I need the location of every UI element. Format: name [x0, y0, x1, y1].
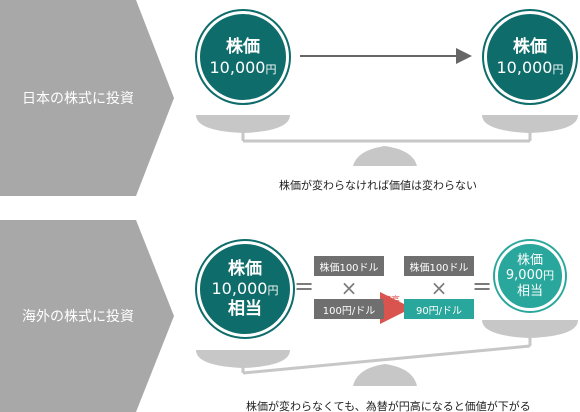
conversion-price-usd-2: 株価100ドル: [404, 256, 474, 276]
foreign-caption: 株価が変わらなくても、為替が円高になると価値が下がる: [246, 400, 531, 412]
foreign-before-equiv: 相当: [228, 298, 262, 319]
foreign-before-label: 株価: [228, 259, 262, 280]
domestic-before-label: 株価: [226, 37, 260, 58]
conversion-price-usd-1: 株価100ドル: [314, 256, 384, 276]
foreign-after-label: 株価: [516, 252, 543, 268]
foreign-before-value: 10,000: [211, 279, 268, 299]
domestic-after-unit: 円: [552, 62, 564, 76]
domestic-before-value: 10,000: [209, 57, 266, 77]
domestic-after-label: 株価: [513, 37, 547, 58]
scale-fulcrum-1: [353, 146, 417, 166]
foreign-after-equiv: 相当: [516, 283, 543, 299]
equals-sign-2: =: [472, 272, 493, 300]
foreign-after-value: 9,000: [505, 268, 544, 284]
row-label-foreign-text: 海外の株式に投資: [22, 309, 134, 325]
domestic-caption: 株価が変わらなければ価値は変わらない: [279, 179, 477, 192]
scale-pan-right-2: [482, 320, 578, 338]
domestic-after-value: 10,000: [496, 57, 553, 77]
scale-pan-left-1: [196, 115, 290, 133]
foreign-after-amount: 9,000円: [506, 268, 554, 284]
domestic-after-amount: 10,000円: [497, 58, 564, 77]
times-sign-2: ×: [430, 276, 448, 300]
conversion-rate-1: 100円/ドル: [314, 299, 384, 319]
foreign-after-unit: 円: [543, 269, 555, 283]
scale-beam-2: [242, 344, 531, 375]
scale-pan-right-1: [482, 115, 578, 133]
equals-sign-1: =: [294, 272, 315, 300]
foreign-price-after: 株価 9,000円 相当: [495, 241, 565, 311]
conversion-rate-2: 90円/ドル: [404, 299, 474, 319]
foreign-before-unit: 円: [267, 284, 279, 298]
domestic-price-after: 株価 10,000円: [484, 11, 576, 103]
foreign-price-before: 株価 10,000円 相当: [197, 241, 293, 337]
scale-pan-left-2: [196, 350, 290, 368]
domestic-before-unit: 円: [265, 62, 277, 76]
row-label-domestic: 日本の株式に投資: [0, 0, 174, 196]
row-label-foreign: 海外の株式に投資: [0, 220, 174, 412]
foreign-before-amount: 10,000円: [212, 279, 279, 298]
domestic-before-amount: 10,000円: [210, 58, 277, 77]
scale-fulcrum-2: [353, 364, 417, 386]
yen-appreciation-label: 円高: [382, 296, 401, 306]
row-label-domestic-text: 日本の株式に投資: [22, 91, 134, 107]
domestic-price-before: 株価 10,000円: [197, 11, 289, 103]
times-sign-1: ×: [340, 276, 358, 300]
